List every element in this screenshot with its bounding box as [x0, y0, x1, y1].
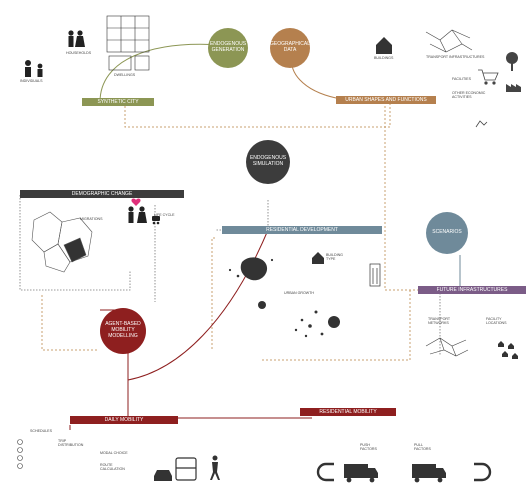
- truck-right-icon: [412, 464, 446, 483]
- label-urban-growth: URBAN GROWTH: [284, 291, 314, 295]
- walker-icon: [475, 120, 488, 128]
- bar-future-infrastructures: FUTURE INFRASTRUCTURES: [418, 286, 526, 294]
- circle-geographical-data-label: GEOGRAPHICAL DATA: [270, 41, 311, 53]
- individuals-icon: [25, 60, 43, 77]
- densification-icon: [258, 301, 340, 338]
- circle-endogenous-simulation-label: ENDOGENOUS SIMULATION: [249, 155, 287, 167]
- bus-icon: [175, 457, 197, 481]
- building-block-icon: [369, 263, 381, 287]
- label-life-cycle: LIFE CYCLE: [154, 213, 175, 217]
- label-schedules: SCHEDULES: [30, 429, 52, 433]
- tree-icon: [506, 52, 518, 71]
- label-push-factors: PUSH FACTORS: [360, 443, 377, 451]
- label-individuals: INDIVIDUALS: [20, 79, 43, 83]
- circle-scenarios: SCENARIOS: [426, 212, 468, 254]
- pedestrian-icon: [210, 455, 220, 480]
- urban-growth-icon: [228, 257, 274, 281]
- bar-demographic-change: DEMOGRAPHIC CHANGE: [20, 190, 184, 198]
- cart-icon: [478, 69, 499, 85]
- label-pull-factors: PULL FACTORS: [414, 443, 431, 451]
- bar-residential-development: RESIDENTIAL DEVELOPMENT: [222, 226, 382, 234]
- magnet-right-icon: [474, 462, 492, 482]
- house-icon: [312, 252, 324, 264]
- dwellings-icon: [106, 15, 150, 71]
- car-icon: [154, 470, 172, 481]
- label-transport-infrastructures: TRANSPORT INFRASTRUCTURES: [426, 55, 485, 59]
- label-trip-distribution: TRIP DISTRIBUTION: [58, 439, 84, 447]
- label-transport-networks: TRANSPORT NETWORKS: [428, 317, 451, 325]
- circle-agent-based-mobility: AGENT-BASED MOBILITY MODELLING: [100, 308, 146, 354]
- region-map-icon: [31, 211, 93, 273]
- bar-daily-mobility: DAILY MOBILITY: [70, 416, 178, 424]
- circle-endogenous-generation: ENDOGENOUS GENERATION: [208, 28, 248, 68]
- family-icon: [128, 206, 160, 225]
- facility-houses-icon: [498, 341, 518, 359]
- label-dwellings: DWELLINGS: [114, 73, 136, 77]
- network-map-icon: [425, 337, 469, 357]
- label-building-type: BUILDING TYPE: [326, 253, 343, 261]
- circle-geographical-data: GEOGRAPHICAL DATA: [270, 28, 310, 68]
- factory-icon: [506, 84, 521, 92]
- label-households: HOUSEHOLDS: [66, 51, 92, 55]
- label-buildings: BUILDINGS: [374, 56, 394, 60]
- heart-icon: [131, 198, 141, 206]
- schedule-icons: [17, 439, 23, 469]
- dotted-connectors: [41, 102, 418, 361]
- bar-urban-shapes: URBAN SHAPES AND FUNCTIONS: [336, 96, 436, 104]
- bar-residential-mobility: RESIDENTIAL MOBILITY: [300, 408, 396, 416]
- circle-endogenous-simulation: ENDOGENOUS SIMULATION: [246, 140, 290, 184]
- bar-synthetic-city: SYNTHETIC CITY: [82, 98, 154, 106]
- circle-scenarios-label: SCENARIOS: [432, 229, 462, 236]
- label-migrations: MIGRATIONS: [80, 217, 103, 221]
- label-modal-choice: MODAL CHOICE: [100, 451, 128, 455]
- truck-left-icon: [344, 464, 378, 483]
- label-facilities: FACILITIES: [452, 77, 471, 81]
- label-route-calculation: ROUTE CALCULATION: [100, 463, 125, 471]
- circle-endogenous-generation-label: ENDOGENOUS GENERATION: [209, 41, 247, 53]
- magnet-left-icon: [316, 462, 334, 482]
- transport-network-icon: [425, 29, 473, 53]
- households-icon: [68, 30, 85, 47]
- circle-agent-based-mobility-label: AGENT-BASED MOBILITY MODELLING: [105, 321, 141, 339]
- label-economic-activities: OTHER ECONOMIC ACTIVITIES: [452, 91, 486, 99]
- buildings-icon: [376, 37, 392, 54]
- label-facility-locations: FACILITY LOCATIONS: [486, 317, 507, 325]
